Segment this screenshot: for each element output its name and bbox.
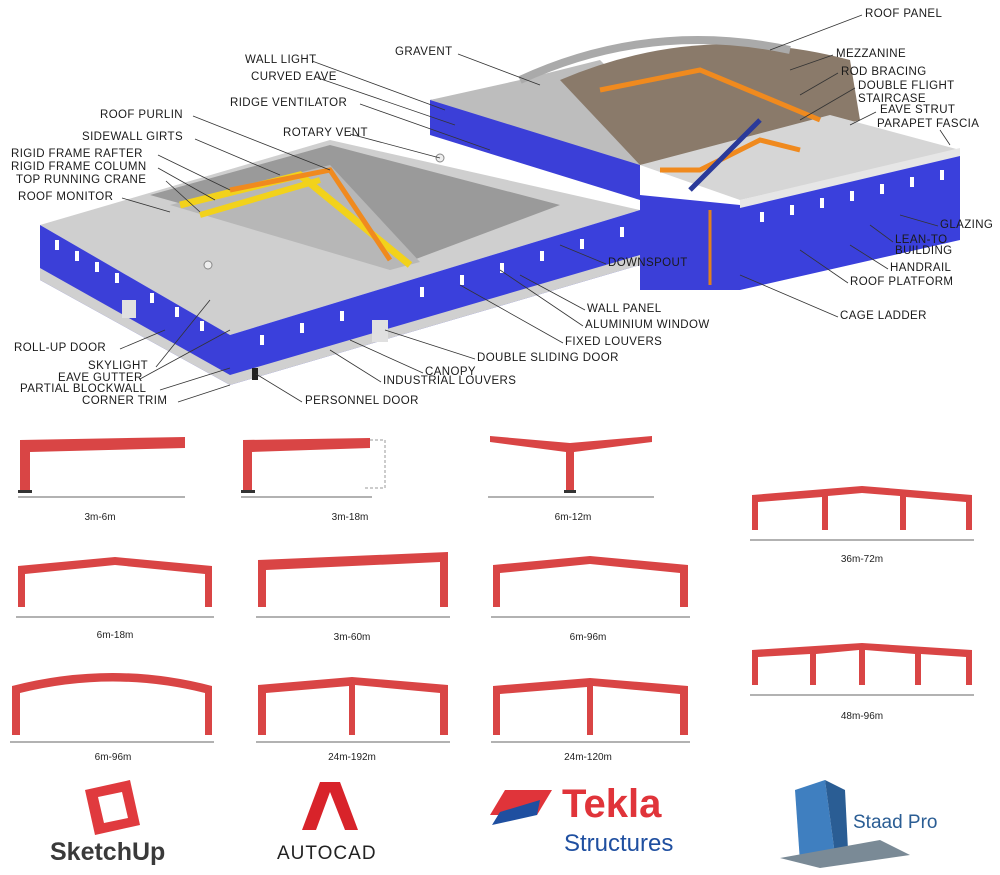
label-roof-platform: ROOF PLATFORM <box>850 276 954 288</box>
roll-up-door <box>122 300 136 318</box>
frame-6m-96m-arch <box>12 673 212 735</box>
frame-label: 24m-120m <box>564 752 612 763</box>
crane-girder <box>199 177 321 218</box>
staad-pro-wordmark: Staad Pro <box>853 812 938 833</box>
label-rigid-frame-rafter: RIGID FRAME RAFTER <box>11 148 143 160</box>
label-sidewall-girts: SIDEWALL GIRTS <box>82 131 184 143</box>
frame-label: 48m-96m <box>840 711 884 722</box>
label-ridge-ventilator: RIDGE VENTILATOR <box>230 97 348 109</box>
partial-blockwall-side <box>230 255 640 385</box>
frame-label: 36m-72m <box>840 554 884 565</box>
frame-6m-12m <box>490 436 652 490</box>
frame-label: 6m-12m <box>554 512 592 523</box>
label-roof-monitor: ROOF MONITOR <box>18 191 114 203</box>
mezzanine-beam <box>599 67 821 123</box>
frame-6m-18m <box>18 557 212 607</box>
label-mezzanine: MEZZANINE <box>836 48 907 60</box>
frame-3m-18m <box>243 438 370 490</box>
label-double-sliding-door: DOUBLE SLIDING DOOR <box>477 352 619 364</box>
frame-bases <box>18 490 576 493</box>
parapet-fascia <box>740 148 960 208</box>
frame-3m-60m <box>258 552 448 607</box>
label-skylight: SKYLIGHT <box>88 360 149 372</box>
label-building: BUILDING <box>895 245 953 257</box>
label-eave-strut: EAVE STRUT <box>880 104 956 116</box>
label-industrial-louvers: INDUSTRIAL LOUVERS <box>383 375 517 387</box>
autocad-wordmark: AUTOCAD <box>277 843 377 864</box>
frame-label: 6m-96m <box>569 632 607 643</box>
frame-label: 3m-60m <box>333 632 371 643</box>
tekla-structures-wordmark: Structures <box>564 830 674 857</box>
end-wall-windows <box>55 240 204 331</box>
building-illustration <box>40 14 960 403</box>
double-sliding-door <box>372 320 388 342</box>
frame-24m-192m <box>258 677 448 735</box>
label-handrail: HANDRAIL <box>890 262 952 274</box>
label-rod-bracing: ROD BRACING <box>841 66 927 78</box>
label-roof-purlin: ROOF PURLIN <box>100 109 183 121</box>
label-roof-panel: ROOF PANEL <box>865 8 943 20</box>
frame-label: 3m-6m <box>84 512 116 523</box>
label-partial-blockwall: PARTIAL BLOCKWALL <box>20 383 147 395</box>
frame-label: 3m-18m <box>331 512 369 523</box>
lean-to-windows <box>760 170 944 222</box>
dimension-lines <box>10 496 974 743</box>
tekla-wordmark: Tekla <box>562 782 662 826</box>
label-roll-up-door: ROLL-UP DOOR <box>14 342 107 354</box>
main-side-wall <box>230 210 640 385</box>
curved-roof-panel <box>518 36 791 84</box>
frame-label: 6m-96m <box>94 752 132 763</box>
frame-24m-120m <box>493 678 688 735</box>
sketchup-wordmark: SketchUp <box>50 838 166 866</box>
frame-label: 6m-18m <box>96 630 134 641</box>
side-wall-windows <box>260 227 624 345</box>
frame-48m-96m <box>752 643 972 685</box>
frame-extension-dashed <box>365 439 386 489</box>
label-double-flight: DOUBLE FLIGHT <box>858 80 955 92</box>
label-personnel-door: PERSONNEL DOOR <box>305 395 419 407</box>
mezzanine-rafter <box>660 137 801 173</box>
frame-shapes <box>12 436 972 735</box>
label-wall-light: WALL LIGHT <box>245 54 317 66</box>
tekla-logo-icon <box>490 790 552 825</box>
label-staircase: STAIRCASE <box>858 93 926 105</box>
label-fixed-louvers: FIXED LOUVERS <box>565 336 663 348</box>
frame-3m-6m <box>20 437 185 490</box>
label-curved-eave: CURVED EAVE <box>251 71 337 83</box>
label-canopy: CANOPY <box>425 366 476 378</box>
sketchup-logo-icon <box>85 780 140 835</box>
leader-lines <box>119 14 951 403</box>
lean-to-roof <box>640 115 960 200</box>
frame-6m-96m-a <box>493 556 688 607</box>
label-glazing: GLAZING <box>940 219 994 231</box>
label-parapet-fascia: PARAPET FASCIA <box>877 118 980 130</box>
double-flight-staircase <box>688 118 762 192</box>
label-downspout: DOWNSPOUT <box>608 257 688 269</box>
label-rigid-frame-column: RIGID FRAME COLUMN <box>11 161 147 173</box>
rotary-vent <box>203 260 213 270</box>
frame-label: 24m-192m <box>328 752 376 763</box>
label-eave-gutter: EAVE GUTTER <box>58 372 143 384</box>
label-cage-ladder: CAGE LADDER <box>840 310 927 322</box>
personnel-door <box>252 368 258 380</box>
label-wall-panel: WALL PANEL <box>587 303 662 315</box>
frame-36m-72m <box>752 486 972 530</box>
autocad-logo-icon <box>302 782 358 830</box>
lean-to-front-wall <box>740 150 960 290</box>
label-gravent: GRAVENT <box>395 46 453 58</box>
label-top-running-crane: TOP RUNNING CRANE <box>16 174 147 186</box>
label-corner-trim: CORNER TRIM <box>82 395 168 407</box>
label-rotary-vent: ROTARY VENT <box>283 127 368 139</box>
lean-to-side-wall <box>640 195 740 290</box>
label-lean-to: LEAN-TO <box>895 234 948 246</box>
label-aluminium-window: ALUMINIUM WINDOW <box>585 319 710 331</box>
